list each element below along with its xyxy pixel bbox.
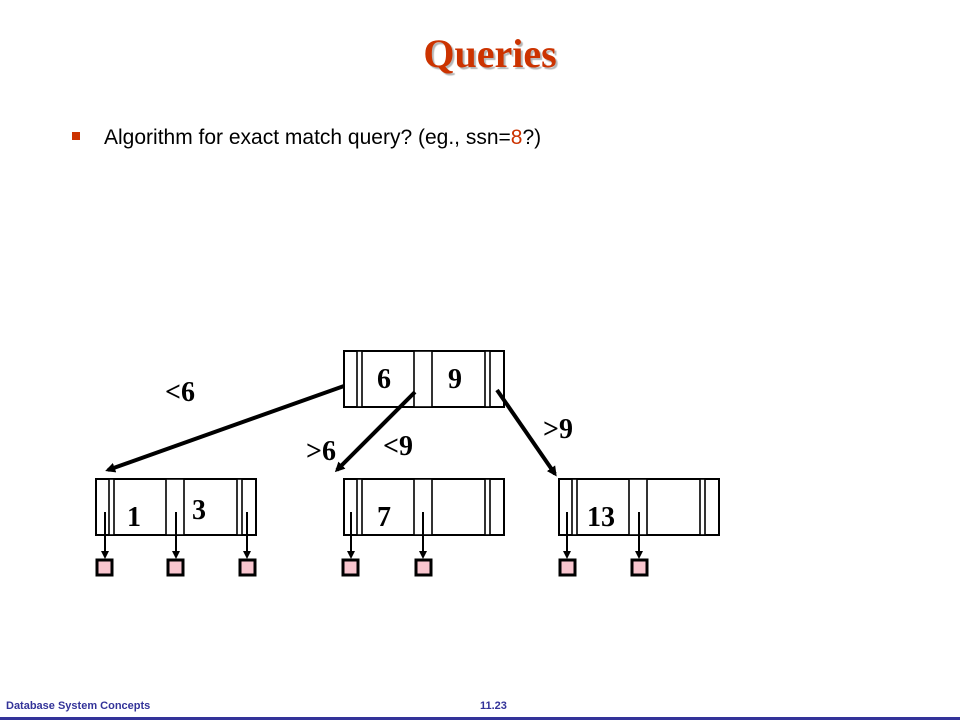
bullet-highlight-value: 8: [510, 126, 523, 149]
record-square: [558, 558, 577, 577]
footer-rule: [0, 717, 960, 720]
root-pointer-slot: [484, 350, 491, 408]
footer-course-name: Database System Concepts: [6, 700, 151, 712]
record-square: [238, 558, 257, 577]
record-pointers: [95, 512, 649, 577]
edge-label-gt6: >6: [306, 436, 336, 467]
edge-arrow-between: [334, 390, 417, 473]
root-pointer-slot: [413, 350, 433, 408]
edge-arrow-lt6: [105, 384, 345, 473]
bullet-item: Algorithm for exact match query? (eg., s…: [72, 126, 541, 150]
bullet-text-after: ?): [522, 126, 542, 149]
edge-label-gt9: >9: [543, 414, 573, 445]
leaf-key: 7: [377, 502, 391, 533]
leaf-pointer-slot: [356, 478, 363, 536]
leaf-key: 13: [587, 502, 615, 533]
leaf-pointer-slot: [484, 478, 491, 536]
record-square: [341, 558, 360, 577]
record-square: [414, 558, 433, 577]
root-node: 6 9: [343, 350, 505, 408]
bullet-text-before: Algorithm for exact match query? (eg., s…: [104, 126, 511, 149]
record-square: [95, 558, 114, 577]
root-key: 6: [377, 364, 391, 395]
edge-label-lt6: <6: [165, 377, 195, 408]
leaf-pointer-slot: [571, 478, 578, 536]
root-key: 9: [448, 364, 462, 395]
bullet-square-icon: [72, 132, 80, 141]
leaf-pointer-slot: [108, 478, 115, 536]
leaf-key: 3: [192, 495, 206, 526]
leaf-pointer-slot: [236, 478, 243, 536]
slide-title: Queries: [423, 31, 557, 76]
record-square: [630, 558, 649, 577]
record-square: [166, 558, 185, 577]
root-pointer-slot: [356, 350, 363, 408]
edge-arrow-gt9: [495, 388, 557, 477]
leaf-pointer-slot: [699, 478, 706, 536]
leaf-key: 1: [127, 502, 141, 533]
footer-page-number: 11.23: [480, 700, 507, 712]
edge-label-lt9: <9: [383, 431, 413, 462]
